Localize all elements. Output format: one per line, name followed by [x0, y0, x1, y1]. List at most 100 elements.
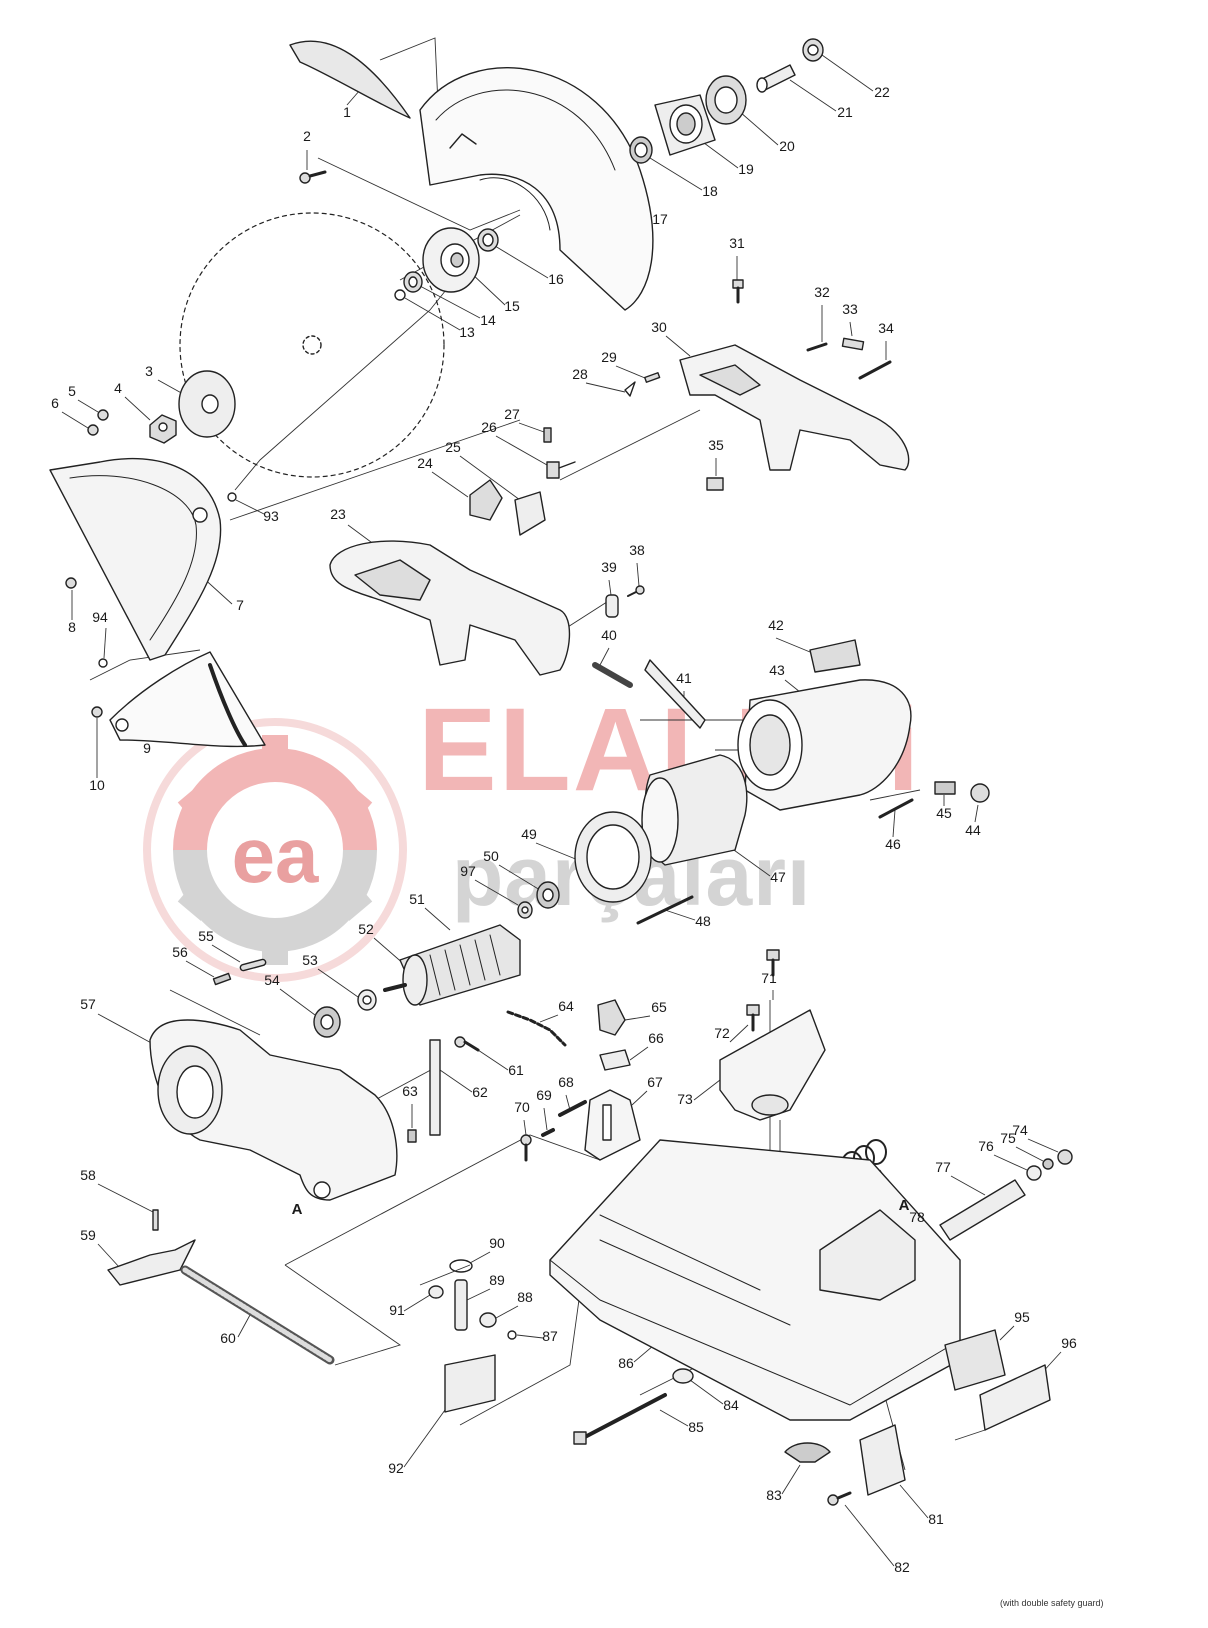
part-17-label: 17 — [652, 211, 668, 227]
part-95-label: 95 — [1014, 1309, 1030, 1325]
part-3-drawing — [178, 370, 236, 438]
part-39-leader — [608, 579, 612, 596]
part-10-drawing — [91, 706, 103, 718]
part-43-label: 43 — [769, 662, 785, 678]
guide-line — [234, 259, 471, 491]
part-52-label: 52 — [358, 921, 374, 937]
part-25-label: 25 — [445, 439, 461, 455]
part-35-drawing — [706, 477, 724, 491]
part-22-label: 22 — [874, 84, 890, 100]
part-85-leader — [659, 1409, 689, 1427]
part-4-label: 4 — [114, 380, 122, 396]
guide-line — [284, 1134, 601, 1266]
part-70-label: 70 — [514, 1099, 530, 1115]
reference-letter-a-right: A — [899, 1197, 910, 1214]
part-56-leader — [185, 960, 215, 978]
part-72-label: 72 — [714, 1025, 730, 1041]
part-65-leader — [624, 1015, 651, 1021]
part-66-drawing — [599, 1049, 631, 1071]
part-89-label: 89 — [489, 1272, 505, 1288]
part-28-label: 28 — [572, 366, 588, 382]
part-97-label: 97 — [460, 863, 476, 879]
part-73-leader — [693, 1079, 721, 1101]
part-64-label: 64 — [558, 998, 574, 1014]
part-1-label: 1 — [343, 104, 351, 120]
part-13-drawing — [394, 289, 406, 301]
part-81-label: 81 — [928, 1511, 944, 1527]
part-68-leader — [565, 1094, 571, 1111]
part-44-drawing — [970, 783, 990, 803]
part-59-drawing — [107, 1239, 196, 1286]
part-92-leader — [403, 1409, 446, 1468]
part-48-label: 48 — [695, 913, 711, 929]
part-15-drawing — [422, 227, 480, 293]
part-86-label: 86 — [618, 1355, 634, 1371]
part-66-label: 66 — [648, 1030, 664, 1046]
guide-line — [317, 157, 521, 231]
part-14-drawing — [403, 271, 423, 293]
part-63-drawing — [407, 1129, 417, 1143]
part-82-label: 82 — [894, 1559, 910, 1575]
part-77-leader — [950, 1175, 986, 1196]
part-40-leader — [599, 647, 610, 666]
part-24-label: 24 — [417, 455, 433, 471]
part-32-drawing — [806, 342, 828, 352]
part-49-drawing — [574, 811, 652, 903]
part-9-label: 9 — [143, 740, 151, 756]
part-64-leader — [539, 1014, 559, 1023]
part-60-drawing — [180, 1265, 335, 1365]
part-75-label: 75 — [1000, 1130, 1016, 1146]
part-9-drawing — [109, 651, 266, 748]
part-76-drawing — [1026, 1165, 1042, 1181]
part-6-drawing — [87, 424, 99, 436]
part-69-leader — [543, 1107, 548, 1131]
part-25-leader — [459, 455, 521, 501]
part-50-drawing — [536, 881, 560, 909]
part-77-label: 77 — [935, 1159, 951, 1175]
part-17-drawing — [419, 67, 654, 311]
part-8-drawing — [65, 577, 77, 589]
part-57-leader — [97, 1013, 156, 1046]
part-29-drawing — [644, 372, 661, 383]
part-26-label: 26 — [481, 419, 497, 435]
part-3-label: 3 — [145, 363, 153, 379]
part-32-label: 32 — [814, 284, 830, 300]
part-56-drawing — [212, 972, 232, 986]
part-2-label: 2 — [303, 128, 311, 144]
part-49-leader — [535, 842, 579, 861]
part-53-drawing — [357, 989, 377, 1011]
part-97-drawing — [517, 901, 533, 919]
part-54-drawing — [313, 1006, 341, 1038]
part-87-drawing — [507, 1330, 517, 1340]
part-7-label: 7 — [236, 597, 244, 613]
part-15-leader — [469, 271, 506, 306]
part-85-label: 85 — [688, 1419, 704, 1435]
part-57-label: 57 — [80, 996, 96, 1012]
part-91-drawing — [428, 1285, 444, 1299]
part-83-leader — [781, 1464, 801, 1495]
guide-line — [869, 789, 921, 801]
part-62-leader — [439, 1069, 473, 1093]
part-53-label: 53 — [302, 952, 318, 968]
part-25-drawing — [514, 491, 546, 536]
part-61-label: 61 — [508, 1062, 524, 1078]
part-90-drawing — [449, 1259, 473, 1273]
part-70-drawing — [520, 1134, 532, 1162]
part-60-label: 60 — [220, 1330, 236, 1346]
footnote: (with double safety guard) — [1000, 1598, 1104, 1608]
part-88-drawing — [479, 1312, 497, 1328]
part-30-label: 30 — [651, 319, 667, 335]
part-40-drawing — [592, 662, 633, 688]
part-71-drawing — [766, 949, 780, 977]
part-96-label: 96 — [1061, 1335, 1077, 1351]
part-28-drawing — [624, 381, 636, 397]
part-64-drawing — [506, 1010, 567, 1047]
part-88-label: 88 — [517, 1289, 533, 1305]
part-93-leader — [235, 499, 265, 515]
part-66-leader — [629, 1046, 649, 1061]
part-18-leader — [649, 157, 703, 191]
part-56-label: 56 — [172, 944, 188, 960]
part-8-label: 8 — [68, 619, 76, 635]
part-6-leader — [61, 411, 89, 429]
part-28-leader — [585, 382, 626, 393]
